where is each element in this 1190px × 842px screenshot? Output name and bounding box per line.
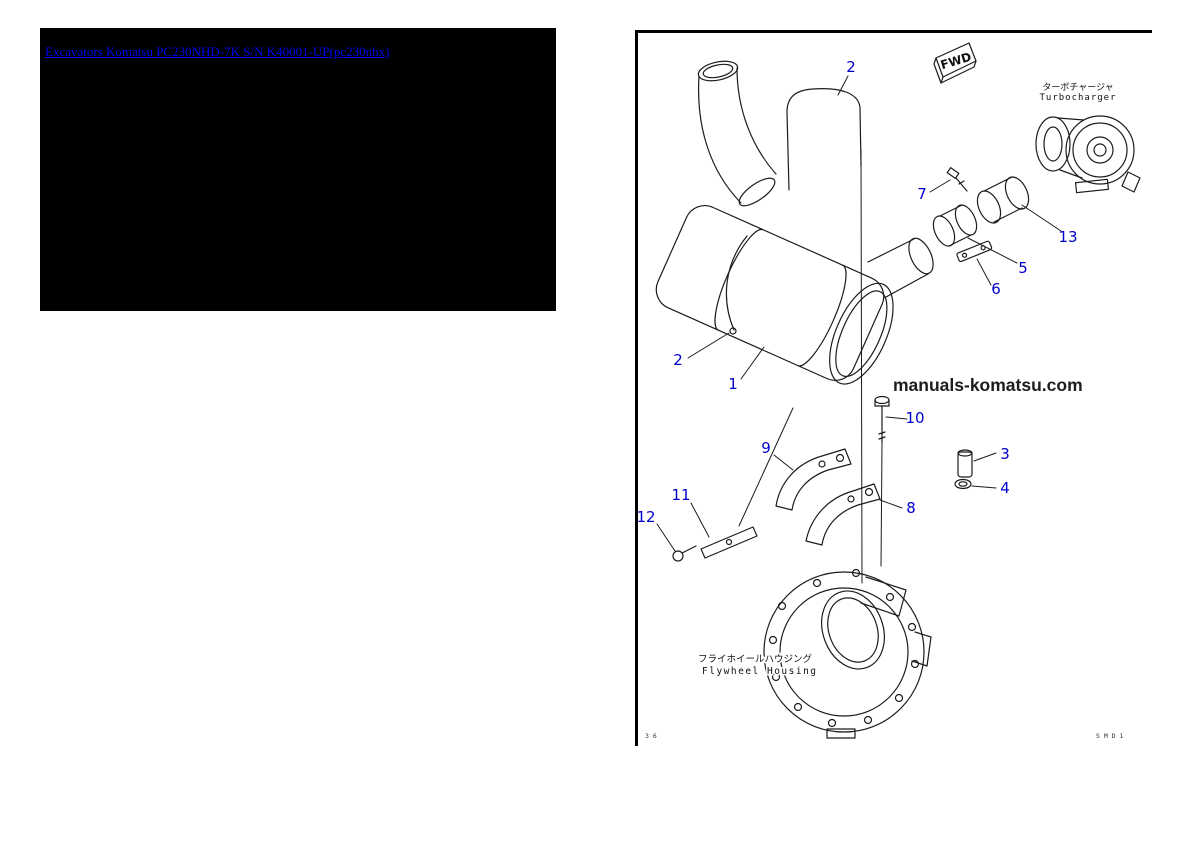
model-link[interactable]: Excavators Komatsu PC230NHD-7K S/N K4000… [45, 44, 390, 59]
listing-panel: Excavators Komatsu PC230NHD-7K S/N K4000… [40, 28, 556, 311]
parts-diagram-panel [635, 30, 1152, 746]
